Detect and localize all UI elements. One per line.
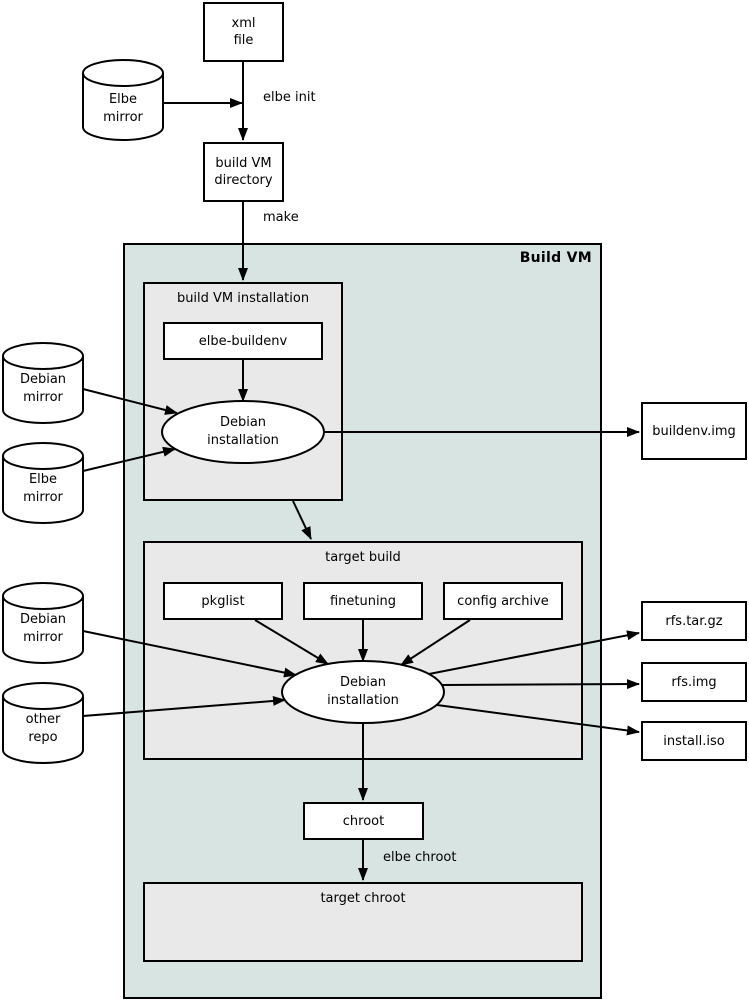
pkglist-node: pkglist (163, 582, 283, 620)
config-archive-node: config archive (443, 582, 563, 620)
elbe-buildenv-node: elbe-buildenv (163, 322, 323, 360)
chroot-node: chroot (303, 802, 424, 840)
elbe-mirror-lower-label: Elbe mirror (23, 472, 63, 505)
edge-label-elbe-chroot: elbe chroot (383, 850, 457, 865)
debian-installation-1-label: Debian installation (207, 415, 279, 448)
build-vm-directory-node: build VM directory (203, 142, 284, 202)
cluster-build-vm-installation: build VM installation (143, 282, 343, 501)
build-vm-title: Build VM (519, 250, 592, 266)
debian-installation-2-label: Debian installation (327, 675, 399, 708)
cluster-target-build: target build (143, 541, 583, 760)
cluster-build-vm-installation-label: build VM installation (176, 291, 310, 306)
other-repo-label: other repo (25, 712, 61, 745)
rfs-tar-gz-output-node: rfs.tar.gz (641, 601, 747, 641)
cluster-target-chroot: target chroot (143, 882, 583, 962)
edge-label-elbe-init: elbe init (263, 90, 316, 105)
install-iso-output-node: install.iso (641, 721, 747, 761)
xml-file-node: xml file (203, 2, 284, 62)
cluster-target-build-label: target build (325, 550, 401, 565)
elbe-mirror-top-label: Elbe mirror (103, 92, 143, 125)
debian-mirror-lower-label: Debian mirror (19, 612, 67, 645)
edge-label-make: make (263, 210, 299, 225)
buildenv-img-output-node: buildenv.img (641, 402, 747, 460)
cluster-target-chroot-label: target chroot (320, 891, 406, 906)
rfs-img-output-node: rfs.img (641, 662, 747, 702)
finetuning-node: finetuning (303, 582, 423, 620)
debian-mirror-upper-label: Debian mirror (19, 372, 67, 405)
